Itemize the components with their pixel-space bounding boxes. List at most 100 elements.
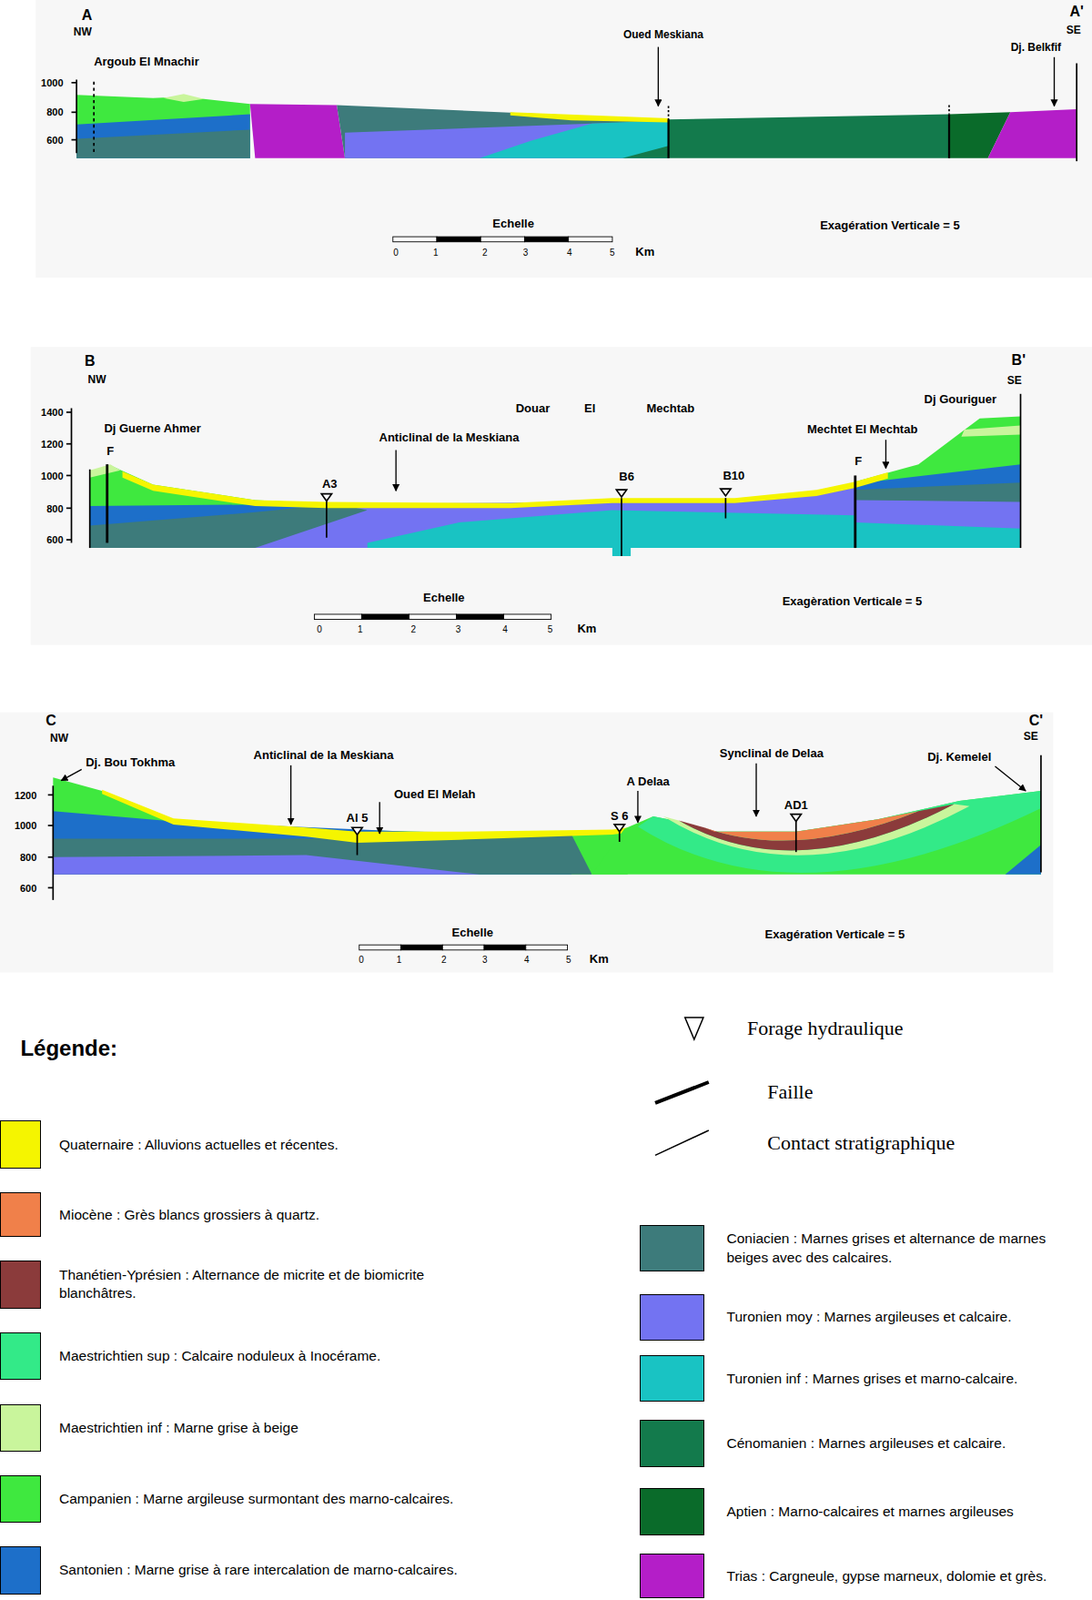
scale-bar xyxy=(361,614,409,620)
scale-bar xyxy=(313,614,362,620)
legend-text: Campanien : Marne argileuse surmontant d… xyxy=(59,1489,539,1508)
pointer-arrow xyxy=(395,439,886,491)
fault-line xyxy=(105,464,109,543)
section-label: Echelle xyxy=(492,216,535,230)
panel-ground xyxy=(0,712,1053,973)
pointer-arrow xyxy=(290,765,292,825)
pointer-arrow xyxy=(637,790,638,823)
legend-text: Maestrichtien inf : Marne grise à beige xyxy=(59,1418,539,1437)
borehole xyxy=(614,824,625,832)
pointer-arrow xyxy=(657,47,1054,107)
section-label: F xyxy=(854,455,862,468)
section-label: Oued El Melah xyxy=(394,787,476,800)
borehole xyxy=(356,834,359,855)
rock-layer xyxy=(52,834,592,875)
legend-swatch xyxy=(0,1192,41,1237)
section-label: Dj Guerne Ahmer xyxy=(103,422,201,435)
panel-ground xyxy=(30,346,1092,645)
scale-bar xyxy=(359,944,402,951)
section-label: 4 xyxy=(524,954,530,965)
rock-layer xyxy=(855,482,1022,548)
frame-line xyxy=(1075,63,1078,162)
legend-swatch xyxy=(0,1546,41,1595)
section-label: Anticlinal de la Meskiana xyxy=(253,748,395,762)
frame-line xyxy=(48,794,54,797)
section-label: Echelle xyxy=(451,926,494,940)
rock-layer xyxy=(510,111,669,122)
section-label: Exagération Verticale = 5 xyxy=(765,928,906,941)
legend-swatch xyxy=(0,1120,41,1169)
borehole xyxy=(790,814,801,822)
section-label: 4 xyxy=(566,247,573,258)
section-label: 5 xyxy=(566,954,572,965)
rock-layer xyxy=(76,114,251,159)
section-label: SE xyxy=(1023,730,1039,743)
pointer-arrow xyxy=(1053,57,1055,107)
section-label: El xyxy=(584,401,596,415)
borehole xyxy=(325,499,328,537)
section-label: 600 xyxy=(46,534,63,546)
section-label: 2 xyxy=(410,623,416,634)
section-label: 1400 xyxy=(40,406,63,418)
scale-bar xyxy=(313,236,612,951)
rock-layer xyxy=(367,510,856,557)
rock-layer xyxy=(250,103,345,158)
section-label: 800 xyxy=(20,851,37,863)
section-label: B10 xyxy=(722,468,745,482)
section-label: Mechtet El Mechtab xyxy=(807,423,918,436)
rock-layer xyxy=(90,415,1022,557)
frame-line xyxy=(48,824,54,827)
rock-layer xyxy=(52,777,1042,875)
legend-text: Cénomanien : Marnes argileuses et calcai… xyxy=(727,1434,1087,1453)
rock-layer xyxy=(663,803,970,855)
contact-symbol xyxy=(655,1130,709,1155)
section-label: A xyxy=(81,7,93,24)
rock-layer xyxy=(90,464,122,478)
legend-text: Forage hydraulique xyxy=(747,1015,1053,1042)
rock-layer xyxy=(76,129,251,158)
scale-bar xyxy=(504,614,552,620)
legend-text: Trias : Cargneule, gypse marneux, dolomi… xyxy=(727,1567,1087,1586)
frame-line xyxy=(71,63,1078,162)
borehole xyxy=(352,827,363,835)
frame-line xyxy=(48,856,54,859)
legend-swatch xyxy=(0,1404,41,1452)
frame-line xyxy=(667,106,670,121)
borehole xyxy=(725,497,728,518)
legend-text: Quaternaire : Alluvions actuelles et réc… xyxy=(59,1135,539,1154)
legend-swatch xyxy=(639,1354,705,1401)
section-label: 2 xyxy=(441,954,447,965)
frame-line xyxy=(48,887,54,890)
legend-swatch xyxy=(0,1475,41,1524)
section-label: AD1 xyxy=(784,798,809,812)
rock-layer xyxy=(668,114,950,159)
legend-text: Santonien : Marne grise à rare intercala… xyxy=(59,1560,539,1579)
borehole xyxy=(321,494,332,502)
frame-line xyxy=(66,411,72,414)
scale-bar xyxy=(456,614,505,620)
legend-swatch xyxy=(0,1332,41,1381)
rock-layer xyxy=(52,855,480,875)
section-label: 1000 xyxy=(14,819,37,831)
legend-symbol xyxy=(678,1015,710,1042)
section-label: 3 xyxy=(455,623,462,634)
panel-ground xyxy=(0,0,1092,972)
section-label: Dj. Belkfif xyxy=(1011,41,1062,54)
frame-line xyxy=(89,469,91,548)
section-label: Dj. Kemelel xyxy=(927,750,991,764)
legend-text: Miocène : Grès blancs grossiers à quartz… xyxy=(59,1205,539,1224)
section-label: Dj Gouriguer xyxy=(924,392,997,405)
borehole xyxy=(321,488,731,557)
section-label: 2 xyxy=(482,247,488,258)
legend-text: Aptien : Marno-calcaires et marnes argil… xyxy=(727,1502,1087,1521)
scale-bar xyxy=(436,236,481,243)
section-label: B xyxy=(84,353,96,370)
section-label: 600 xyxy=(46,134,63,146)
borehole xyxy=(720,488,731,496)
pointer-arrow xyxy=(379,801,381,834)
rock-layer xyxy=(622,145,668,158)
fault-line xyxy=(948,114,951,159)
borehole-symbol xyxy=(685,1017,704,1040)
legend-swatch xyxy=(0,1260,41,1309)
section-label: Argoub El Mnachir xyxy=(93,55,200,69)
